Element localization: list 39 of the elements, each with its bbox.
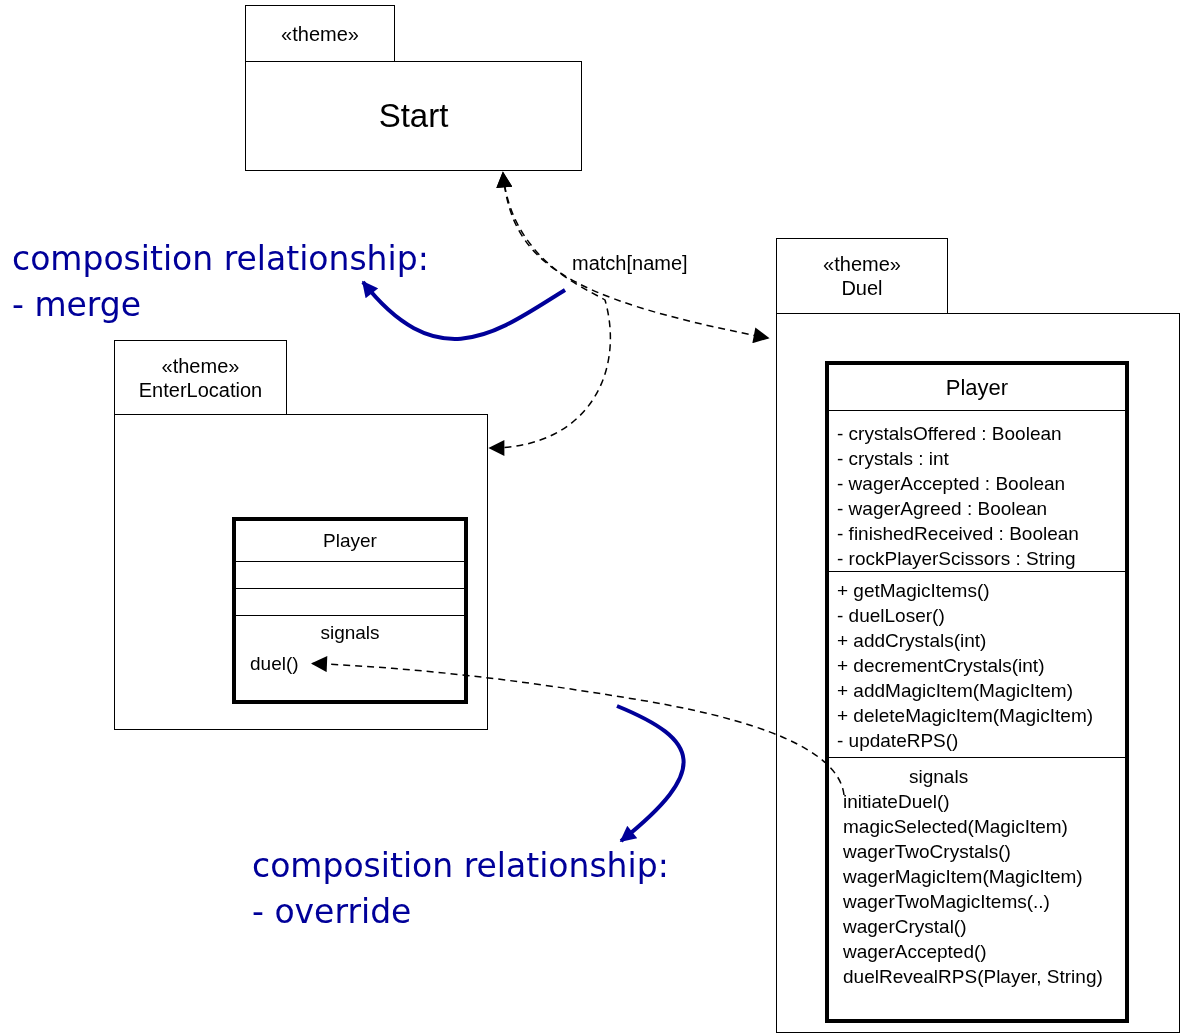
signal-text: duelRevealRPS(Player, String) (842, 965, 1103, 989)
attribute-text: - crystalsOffered : Boolean (836, 422, 1062, 446)
package-tab: «theme» (245, 5, 395, 62)
operation-text: + addMagicItem(MagicItem) (836, 679, 1073, 703)
signal-text: wagerCrystal() (842, 915, 967, 939)
operation-text: + deleteMagicItem(MagicItem) (836, 704, 1094, 728)
annotation-text: composition relationship: - merge (12, 236, 442, 328)
attribute-text: - rockPlayerScissors : String (836, 547, 1076, 571)
attribute-text: - finishedReceived : Boolean (836, 522, 1079, 546)
operation-text: + addCrystals(int) (836, 629, 987, 653)
signal-text: duel() (250, 651, 299, 676)
dependency-arrow (488, 171, 612, 456)
class-name: Player (323, 529, 377, 553)
operation-text: + decrementCrystals(int) (836, 654, 1045, 678)
signal-text: wagerTwoMagicItems(..) (842, 890, 1050, 914)
attribute-text: - wagerAccepted : Boolean (836, 472, 1066, 496)
class-box (825, 361, 1129, 1023)
operation-text: - duelLoser() (836, 604, 945, 628)
operation-text: - updateRPS() (836, 729, 959, 753)
package-tab: «theme» Duel (776, 238, 948, 314)
signal-text: initiateDuel() (843, 789, 950, 814)
package-tab: «theme» EnterLocation (114, 340, 287, 415)
class-box (232, 517, 468, 704)
signal-text: wagerMagicItem(MagicItem) (842, 865, 1083, 889)
signal-text: magicSelected(MagicItem) (842, 815, 1068, 839)
dependency-arrow (311, 656, 845, 796)
class-name: Player (945, 374, 1009, 402)
signal-text: wagerAccepted() (842, 940, 987, 964)
compartment-label: signals (320, 621, 380, 645)
compartment-label: signals (908, 765, 969, 789)
annotation-text: composition relationship: - override (252, 843, 682, 935)
annotation-arrow (616, 704, 686, 843)
annotation-arrow (361, 280, 567, 341)
signal-text: wagerTwoCrystals() (842, 840, 1011, 864)
attribute-text: - wagerAgreed : Boolean (836, 497, 1048, 521)
attribute-text: - crystals : int (836, 447, 949, 471)
package-name: Start (378, 97, 449, 135)
edge-label: match[name] (570, 252, 690, 275)
operation-text: + getMagicItems() (836, 579, 990, 603)
